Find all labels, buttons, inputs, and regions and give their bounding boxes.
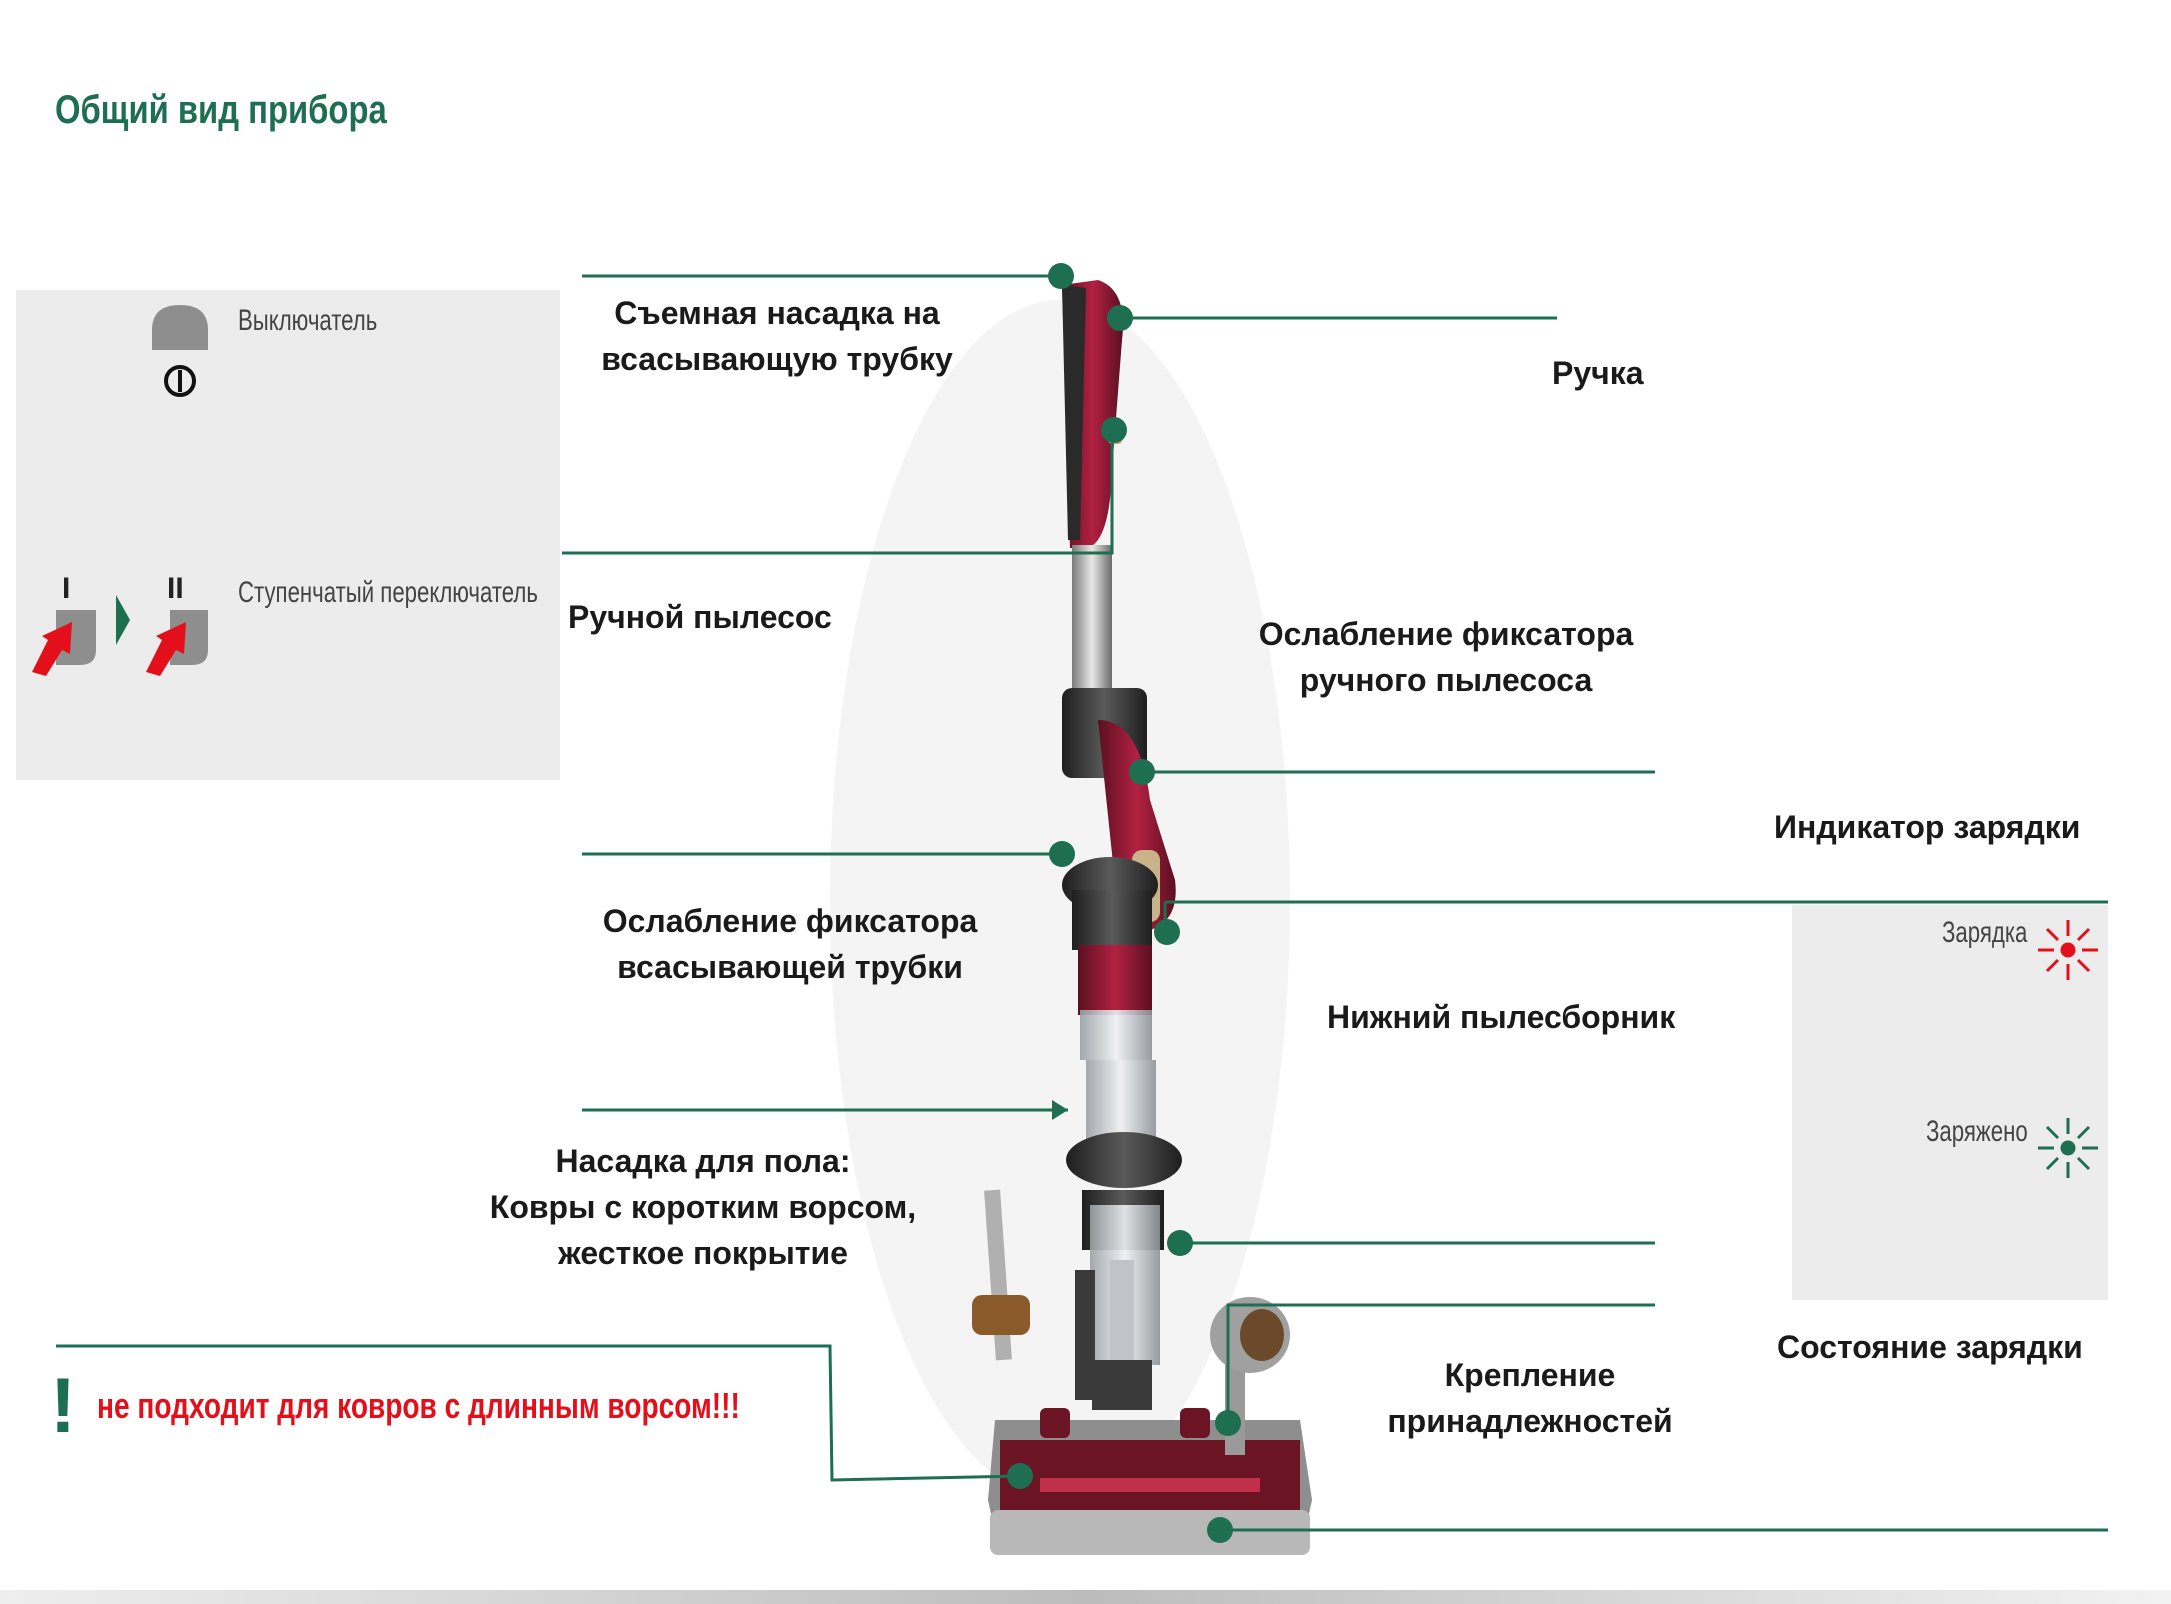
- level-1-label: I: [62, 572, 71, 605]
- vacuum-illustration: [972, 280, 1312, 1555]
- step-switch-level-1-icon: [32, 610, 96, 676]
- label-release-tube-line1: Ослабление фиксатора: [602, 903, 978, 939]
- label-lower-bin: Нижний пылесборник: [1327, 999, 1676, 1035]
- level-2-label: II: [167, 572, 184, 605]
- label-release-hand-line2: ручного пылесоса: [1299, 662, 1593, 698]
- charged-indicator-icon: [2038, 1118, 2098, 1178]
- bottom-strip: [0, 1590, 2171, 1604]
- chevron-right-icon: [116, 595, 130, 645]
- power-switch-label: Выключатель: [238, 304, 378, 337]
- label-floor-nozzle-line3: жесткое покрытие: [558, 1235, 848, 1271]
- label-charge-state: Состояние зарядки: [1777, 1329, 2083, 1365]
- label-accessory-mount: Крепление принадлежностей: [1340, 1352, 1720, 1444]
- label-release-tube: Ослабление фиксатора всасывающей трубки: [560, 898, 1020, 990]
- charged-label: Заряжено: [1926, 1115, 2028, 1148]
- warning-mark: !: [50, 1361, 76, 1449]
- power-button-icon: [152, 305, 208, 397]
- label-attachment-line2: всасывающую трубку: [601, 341, 953, 377]
- label-handle: Ручка: [1552, 355, 1644, 391]
- charging-label: Зарядка: [1942, 916, 2028, 949]
- label-attachment-line1: Съемная насадка на: [614, 295, 940, 331]
- warning-text: не подходит для ковров с длинным ворсом!…: [97, 1385, 740, 1426]
- page-title: Общий вид прибора: [55, 88, 387, 132]
- charging-indicator-icon: [2038, 920, 2098, 980]
- label-attachment: Съемная насадка на всасывающую трубку: [572, 290, 982, 382]
- background-glow: [830, 300, 1290, 1500]
- label-release-hand-line1: Ослабление фиксатора: [1258, 616, 1634, 652]
- label-hand-vacuum: Ручной пылесос: [568, 599, 832, 635]
- leader-dots: [1007, 263, 1241, 1543]
- label-release-hand: Ослабление фиксатора ручного пылесоса: [1216, 611, 1676, 703]
- charge-legend-panel: [1792, 905, 2108, 1300]
- label-floor-nozzle: Насадка для пола: Ковры с коротким ворсо…: [443, 1138, 963, 1276]
- label-floor-nozzle-line1: Насадка для пола:: [555, 1143, 851, 1179]
- step-switch-level-2-icon: [146, 610, 208, 676]
- label-accessory-mount-line2: принадлежностей: [1387, 1403, 1673, 1439]
- leader-lines: [56, 274, 2108, 1532]
- label-accessory-mount-line1: Крепление: [1444, 1357, 1616, 1393]
- label-floor-nozzle-line2: Ковры с коротким ворсом,: [489, 1189, 917, 1225]
- label-charge-indicator: Индикатор зарядки: [1774, 809, 2081, 845]
- label-release-tube-line2: всасывающей трубки: [617, 949, 963, 985]
- step-switch-label: Ступенчатый переключатель: [238, 576, 538, 609]
- arrow-head: [1052, 1100, 1068, 1120]
- switch-legend-panel: [16, 290, 560, 780]
